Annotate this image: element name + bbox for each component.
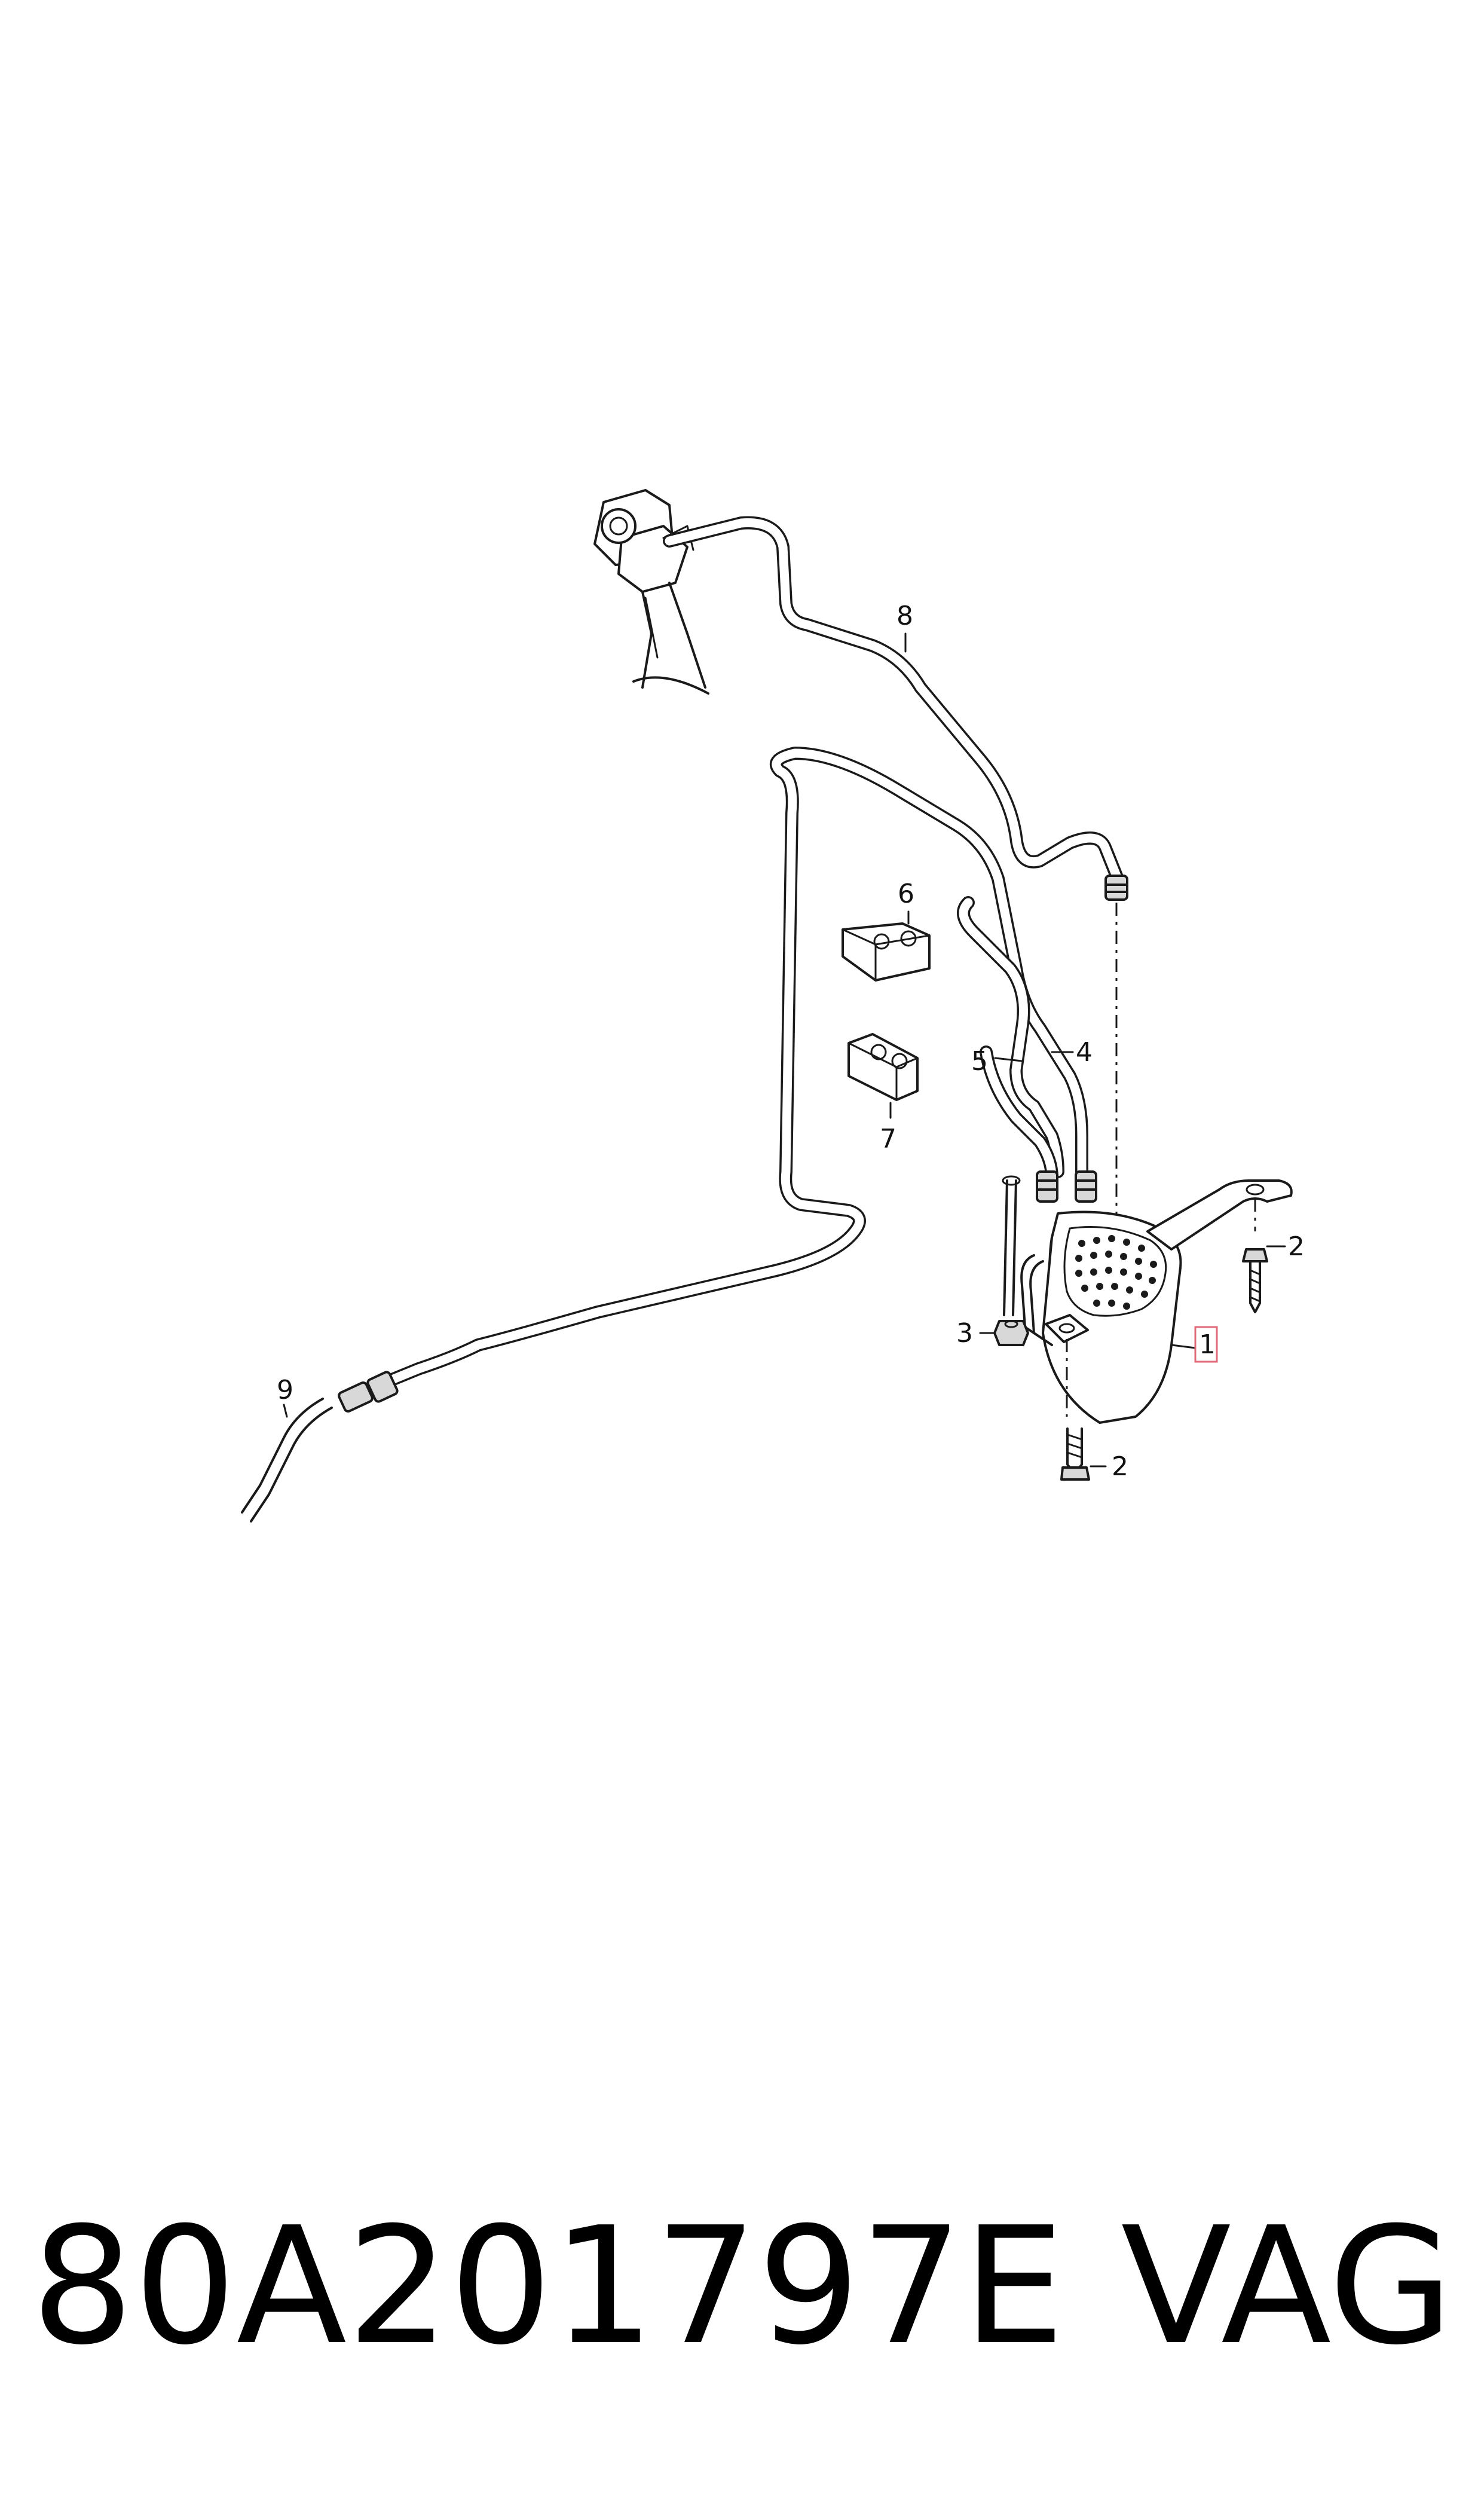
engine-intake-assembly bbox=[593, 489, 709, 695]
callout-9: 9 bbox=[277, 1375, 293, 1405]
callout-6: 6 bbox=[898, 879, 914, 909]
nut-3 bbox=[993, 1320, 1029, 1346]
brand-label: VAG bbox=[1121, 2192, 1454, 2380]
hose-9 bbox=[241, 747, 1088, 1523]
callout-5: 5 bbox=[971, 1046, 988, 1077]
leader-lines bbox=[283, 632, 1286, 1468]
callout-7: 7 bbox=[880, 1124, 896, 1154]
bolt-2-lower bbox=[1060, 1427, 1090, 1481]
hose-8 bbox=[663, 516, 1128, 1213]
hoses-4-5 bbox=[957, 896, 1097, 1203]
clip-7 bbox=[847, 1033, 919, 1101]
callout-2-upper: 2 bbox=[1288, 1231, 1305, 1262]
part-number: 80A201797E bbox=[31, 2192, 1065, 2380]
callout-1-box bbox=[1194, 1326, 1218, 1363]
bolt-2-upper bbox=[1242, 1248, 1268, 1313]
charcoal-canister bbox=[1002, 1175, 1293, 1424]
callout-4: 4 bbox=[1076, 1037, 1093, 1068]
part-number-banner: 80A201797E VAG bbox=[31, 2188, 1454, 2385]
callout-3: 3 bbox=[956, 1318, 973, 1349]
callout-8: 8 bbox=[896, 601, 913, 631]
callout-1: 1 bbox=[1199, 1329, 1216, 1360]
canister-filter-mesh bbox=[1075, 1235, 1157, 1310]
callout-2-lower: 2 bbox=[1112, 1451, 1128, 1482]
clip-6 bbox=[842, 922, 931, 982]
